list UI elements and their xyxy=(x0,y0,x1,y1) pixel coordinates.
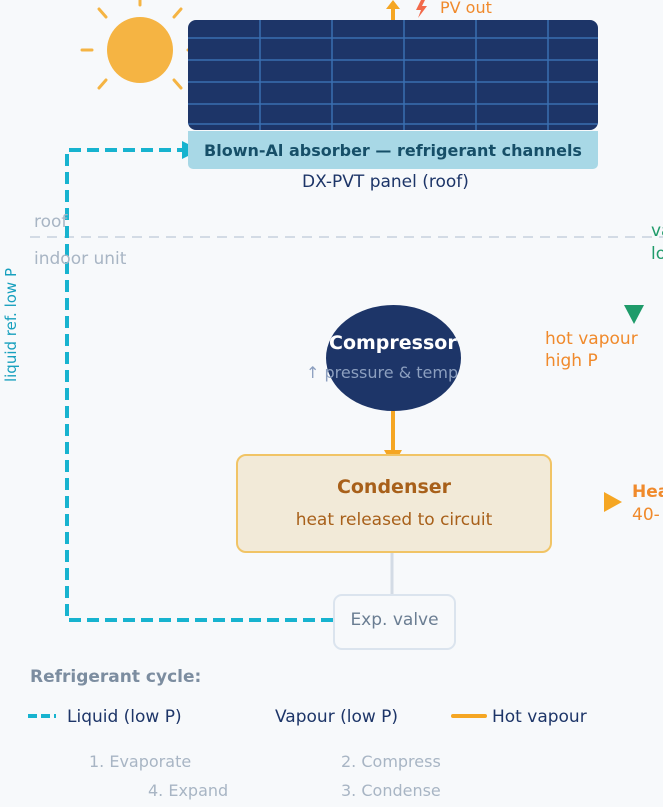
liquid-vertical-label: liquid ref. low P xyxy=(2,267,20,383)
condenser-title: Condenser xyxy=(336,476,452,498)
step-expand: 4. Expand xyxy=(148,781,229,800)
pv-out-label: PV out xyxy=(440,0,492,17)
condenser-subtitle: heat released to circuit xyxy=(295,510,493,530)
liquid-line xyxy=(65,148,333,622)
indoor-zone-label: indoor unit xyxy=(34,249,127,269)
pv-out-arrowhead xyxy=(386,0,400,9)
heat-right-marker xyxy=(604,492,622,512)
absorber-label: Blown-Al absorber — refrigerant channels xyxy=(204,140,582,160)
vapour-right-label-1: va xyxy=(651,221,663,241)
panel-caption: DX-PVT panel (roof) xyxy=(302,172,469,192)
compressor xyxy=(326,305,461,411)
step-compress: 2. Compress xyxy=(341,752,441,771)
step-condense: 3. Condense xyxy=(341,781,441,800)
hot-vapour-label-1: hot vapour xyxy=(545,329,638,349)
condenser xyxy=(236,454,552,553)
pv-cell-grid xyxy=(188,20,598,130)
pv-panel xyxy=(188,20,598,130)
legend-title: Refrigerant cycle: xyxy=(30,667,202,687)
hot-vapour-label-2: high P xyxy=(545,351,598,371)
legend-vapour-label: Vapour (low P) xyxy=(275,707,399,727)
expansion-valve xyxy=(333,594,456,650)
heat-label-2: 40- xyxy=(632,505,660,525)
legend-hot-label: Hot vapour xyxy=(492,707,587,727)
lightning-icon xyxy=(416,0,427,18)
legend-liquid-label: Liquid (low P) xyxy=(67,707,182,727)
step-evaporate: 1. Evaporate xyxy=(89,752,192,771)
sun-icon xyxy=(107,17,173,83)
compressor-subtitle: ↑ pressure & temp xyxy=(306,363,459,382)
compressor-title: Compressor xyxy=(329,332,457,354)
absorber-strip: Blown-Al absorber — refrigerant channels xyxy=(188,131,598,169)
valve-label: Exp. valve xyxy=(350,610,439,630)
heat-label-1: Hea xyxy=(632,482,663,502)
vapour-right-label-2: lo xyxy=(651,244,663,264)
vapour-down-marker xyxy=(624,305,644,324)
roof-zone-label: roof xyxy=(34,212,68,232)
